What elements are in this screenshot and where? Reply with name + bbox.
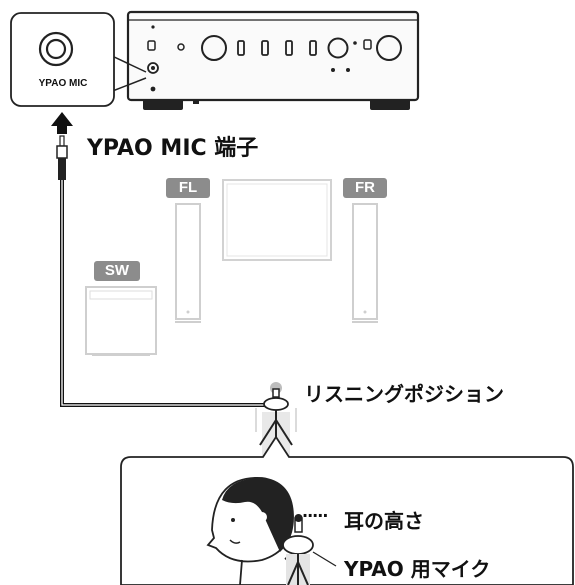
ear-dots: ····· [302,506,328,525]
tv-icon [222,179,332,261]
ypao-mic-callout-label: YPAO MIC [38,78,88,89]
mic-cable [51,112,268,407]
subwoofer-badge: SW [94,261,140,281]
front-right-badge: FR [343,178,387,198]
tripod-microphone [255,382,297,456]
ear-height-callout [120,435,574,585]
ypao-mic-jack-label: YPAO MIC 端子 [87,136,259,161]
front-right-speaker [352,203,378,323]
front-left-badge: FL [166,178,210,198]
amplifier [126,10,420,110]
mic-jack-callout [10,12,147,107]
ypao-mic-label: YPAO 用マイク [344,557,491,581]
ear-height-label: 耳の高さ [344,509,424,533]
listening-position-label: リスニングポジション [304,382,504,406]
subwoofer [85,286,157,356]
front-left-speaker [175,203,201,323]
